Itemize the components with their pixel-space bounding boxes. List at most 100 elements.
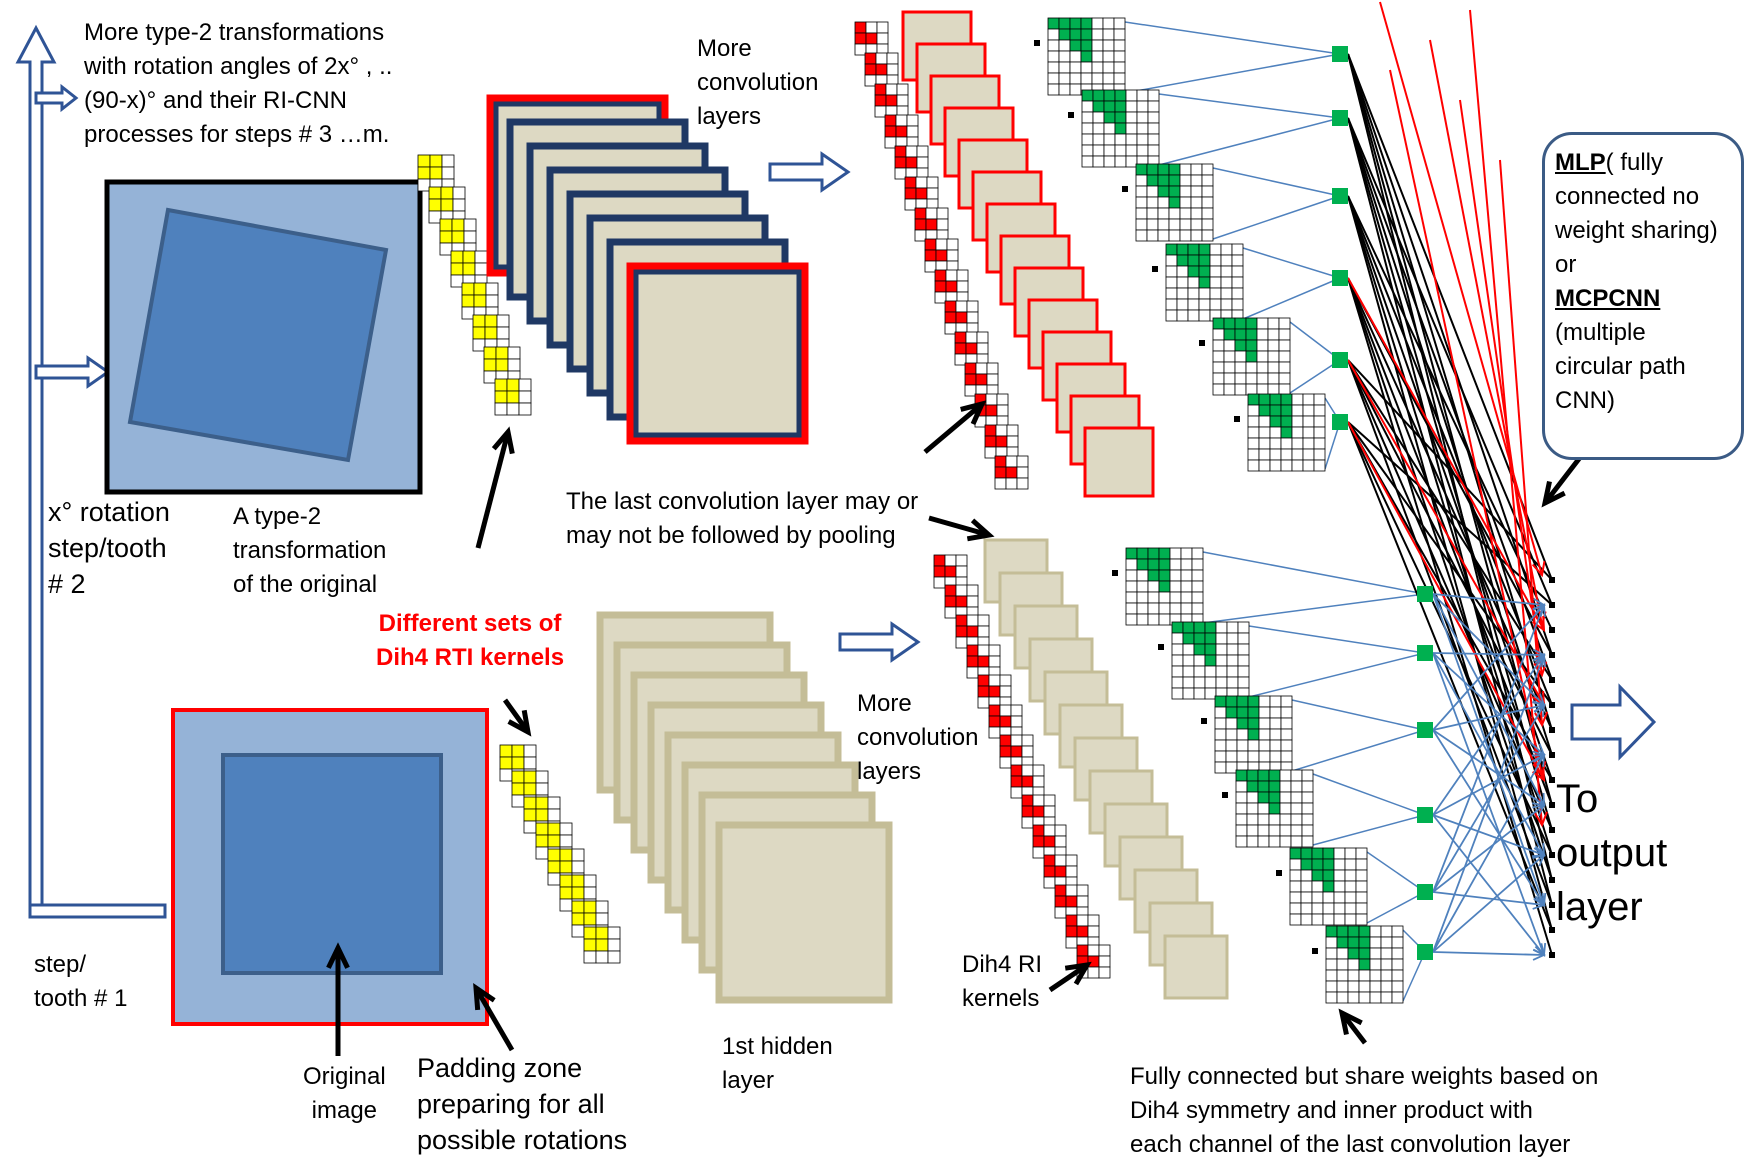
yellow-kernel-top-cell	[506, 402, 520, 416]
weight-grid-top-cell	[1267, 361, 1280, 374]
red-kernel-top-cell	[966, 300, 979, 313]
weight-grid-top-cell	[1113, 61, 1126, 74]
weight-grid-bottom-cell	[1268, 791, 1281, 804]
red-kernel-top-cell	[924, 260, 937, 273]
weight-grid-top-cell	[1247, 437, 1260, 450]
weight-grid-bottom-cell	[1158, 602, 1171, 615]
weight-grid-bottom-cell	[1236, 706, 1249, 719]
red-kernel-bottom-cell	[1010, 745, 1023, 758]
foreground-layer	[326, 17, 1657, 1056]
yellow-kernel-bottom-cell	[559, 860, 573, 874]
red-kernel-top-cell	[1005, 466, 1018, 479]
red-kernel-top-cell	[984, 435, 997, 448]
weight-grid-top-cell	[1269, 415, 1282, 428]
weight-grid-bottom-cell	[1171, 632, 1184, 645]
pointer-to-bottom-kernels	[502, 698, 531, 734]
weight-grid-top-cell	[1313, 415, 1326, 428]
pipeline-arrow-top	[34, 83, 79, 113]
weight-grid-top-cell	[1291, 459, 1304, 472]
weight-grid-bottom-cell	[1333, 858, 1346, 871]
weight-grid-top	[1068, 89, 1160, 168]
red-kernel-top-cell	[984, 446, 997, 459]
background-layer	[15, 10, 1229, 1026]
red-kernel-bottom-cell	[999, 745, 1012, 758]
yellow-kernel-top-cell	[485, 282, 499, 296]
yellow-kernel-bottom-cell	[511, 770, 525, 784]
weight-grid-bottom-cell	[1269, 706, 1282, 719]
weight-grid-bottom-cell	[1125, 569, 1138, 582]
weight-grid-bottom-cell	[1236, 739, 1249, 752]
red-kernel-top-cell	[925, 218, 938, 231]
red-kernel-top-cell	[854, 32, 867, 45]
weight-grid-bottom-cell	[1215, 621, 1228, 634]
fan-line-bottom	[1312, 773, 1426, 816]
hidden-feature-map-bottom	[715, 821, 893, 1004]
yellow-kernel-top-cell	[462, 250, 476, 264]
weight-grid-bottom-cell	[1257, 791, 1270, 804]
red-kernel-bottom-cell	[944, 554, 957, 567]
red-kernel-bottom-cell	[977, 655, 990, 668]
weight-grid-bottom-cell	[1204, 687, 1217, 700]
node-square	[1417, 645, 1433, 661]
weight-grid-bottom-cell	[1125, 602, 1138, 615]
hidden-layer-line-2: layer	[722, 1067, 775, 1094]
yellow-kernel-bottom-cell	[583, 900, 597, 914]
weight-grid-bottom-cell	[1269, 717, 1282, 730]
red-kernel-bottom-cell	[1010, 764, 1023, 777]
original-image-line-1: Original	[303, 1063, 386, 1090]
red-kernel-bottom-cell	[1098, 944, 1111, 957]
weight-grid-bottom-cell	[1380, 991, 1393, 1004]
weight-grid-top	[1122, 163, 1214, 242]
weight-grid-bottom-cell	[1358, 969, 1371, 982]
yellow-kernel-top-cell	[450, 274, 464, 288]
yellow-kernel-bottom-cell	[547, 808, 561, 822]
red-kernel-top-cell	[955, 300, 968, 313]
weight-grid-top-cell	[1278, 383, 1291, 396]
weight-grid-top-cell	[1058, 28, 1071, 41]
different-sets-label: Different sets of Dih4 RTI kernels	[376, 607, 564, 675]
weight-grid-top-cell	[1220, 298, 1233, 311]
blue-connection	[1432, 814, 1545, 956]
weight-grid-bottom-cell	[1258, 695, 1271, 708]
red-kernel-top-cell	[975, 362, 988, 375]
weight-grid-top-cell	[1231, 287, 1244, 300]
red-kernel-top-cell	[985, 393, 998, 406]
weight-grid-bottom-cell	[1226, 676, 1239, 689]
weight-grid-bottom-cell	[1333, 880, 1346, 893]
red-kernel-top-cell	[915, 187, 928, 200]
weight-grid-bottom-cell	[1289, 913, 1302, 926]
weight-grid-bottom-cell	[1380, 980, 1393, 993]
to-output-line-1: To	[1556, 777, 1599, 821]
weight-grid-top-cell	[1212, 328, 1225, 341]
weight-grid-bottom-cell	[1247, 739, 1260, 752]
weight-grid-bottom-cell	[1193, 643, 1206, 656]
weight-grid-bottom-cell	[1193, 665, 1206, 678]
yellow-kernel-bottom-cell	[547, 822, 561, 836]
weight-grid-bottom-cell	[1204, 621, 1217, 634]
weight-grid-bottom-cell	[1180, 602, 1193, 615]
red-kernel-top-cell	[1005, 455, 1018, 468]
red-kernel-top	[864, 52, 899, 87]
red-kernel-bottom-cell	[1010, 775, 1023, 788]
red-kernel-top-cell	[986, 373, 999, 386]
weight-grid-top-cell	[1247, 448, 1260, 461]
red-kernel-bottom-cell	[1043, 824, 1056, 837]
weight-grid-bottom-cell	[1191, 602, 1204, 615]
weight-grid-top-cell	[1201, 163, 1214, 176]
weight-grid-top-cell	[1258, 459, 1271, 472]
weight-grid-top-cell	[1231, 265, 1244, 278]
weight-grid-bottom-cell	[1147, 547, 1160, 560]
red-kernel-top-cell	[976, 342, 989, 355]
weight-grid-top-cell	[1313, 437, 1326, 450]
weight-grid-top-cell	[1113, 72, 1126, 85]
red-kernel-bottom-cell	[1076, 914, 1089, 927]
weight-grid-bottom-cell	[1380, 969, 1393, 982]
weight-grid-top-cell	[1125, 100, 1138, 113]
yellow-kernel-bottom-cell	[559, 886, 573, 900]
red-kernel-bottom-cell	[1054, 854, 1067, 867]
weight-grid-top-cell	[1267, 317, 1280, 330]
weight-grid-top-cell	[1114, 155, 1127, 168]
weight-grid-bottom-cell	[1257, 802, 1270, 815]
red-kernel-top-cell	[905, 156, 918, 169]
red-kernel-top-cell	[965, 342, 978, 355]
